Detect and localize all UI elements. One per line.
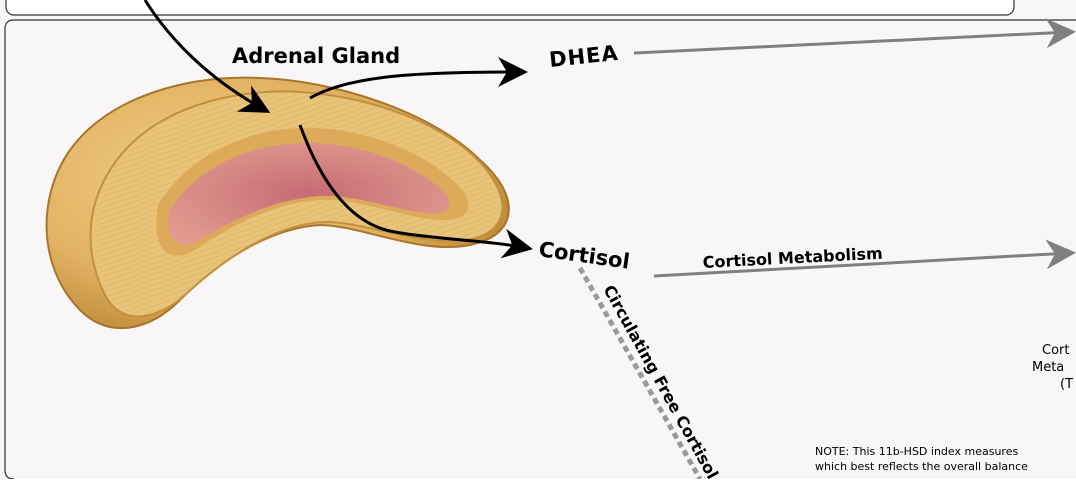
side-label-line-3: (T — [1060, 377, 1073, 392]
top-frame — [6, 0, 1014, 15]
side-label-line-2: Meta — [1032, 360, 1064, 375]
adrenal-gland-label: Adrenal Gland — [232, 44, 400, 68]
side-label-line-1: Cort — [1042, 343, 1069, 358]
note-line-2: which best reflects the overall balance — [815, 460, 1028, 473]
note-line-1: NOTE: This 11b-HSD index measures — [815, 445, 1018, 458]
